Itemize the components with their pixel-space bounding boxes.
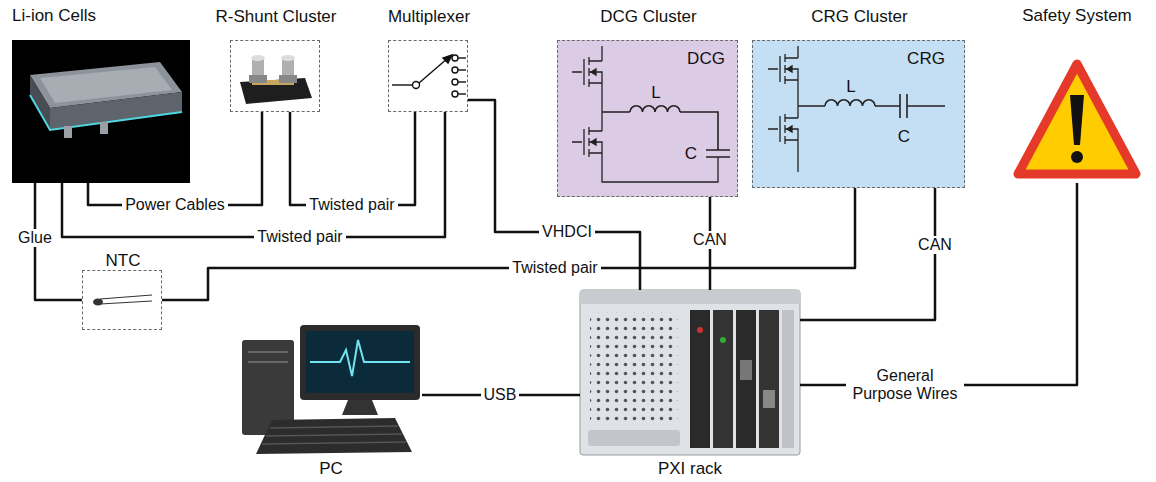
circuit-label: C: [685, 144, 697, 164]
safety-system: Safety System: [1012, 55, 1142, 183]
pxi-rack-picture: [580, 290, 800, 455]
thermistor-picture: [93, 295, 152, 306]
multiplexer-box: Multiplexer: [388, 40, 468, 112]
shunt-box: R-Shunt Cluster: [230, 40, 320, 112]
crg-circuit: [768, 46, 945, 172]
node-title: NTC: [106, 251, 141, 271]
circuit-label: L: [651, 83, 660, 103]
cable-line: [800, 183, 1077, 385]
pc-picture: [242, 325, 420, 454]
dcg-ground: [557, 40, 738, 197]
pc: PC: [240, 322, 422, 455]
cable-line: [468, 100, 640, 290]
circuit-label: L: [846, 77, 855, 97]
cable-label: Glue: [15, 229, 55, 247]
node-title: DCG Cluster: [600, 7, 696, 27]
cable-label: Power Cables: [122, 196, 228, 214]
cable-line: [290, 112, 415, 205]
cable-label: VHDCI: [539, 223, 595, 241]
cable-line: [162, 188, 855, 300]
circuit-label: C: [898, 127, 910, 147]
circuit-label: CRG: [907, 49, 945, 69]
ntc-box: NTC: [82, 270, 162, 330]
cable-label: USB: [481, 386, 520, 404]
node-title: Safety System: [1022, 6, 1132, 26]
shunt-picture: [240, 55, 312, 104]
cable-label: Twisted pair: [306, 196, 397, 214]
switch-symbol: [392, 55, 466, 97]
dcg-cluster: DCG ClusterDCGLC: [557, 40, 738, 197]
crg-ground: [752, 40, 965, 188]
crg-cluster: CRG ClusterCRGLC: [752, 40, 965, 188]
cable-label: Twisted pair: [509, 259, 600, 277]
cable-label: General Purpose Wires: [846, 367, 964, 404]
battery-cell: Li-ion Cells: [12, 40, 190, 183]
dcg-circuit: [572, 46, 730, 182]
node-title: PXI rack: [658, 459, 722, 479]
node-title: R-Shunt Cluster: [216, 7, 337, 27]
circuit-label: DCG: [687, 49, 725, 69]
cable-line: [88, 112, 262, 205]
node-title: PC: [319, 459, 343, 479]
cable-label: CAN: [690, 231, 730, 249]
cable-label: Twisted pair: [254, 228, 345, 246]
cable-line: [62, 112, 445, 237]
node-title: Multiplexer: [388, 7, 470, 27]
cable-label: CAN: [915, 236, 955, 254]
warning-sign: [1018, 64, 1136, 174]
node-title: CRG Cluster: [811, 7, 907, 27]
battery-picture: [12, 40, 190, 183]
node-title: Li-ion Cells: [12, 6, 96, 26]
pxi-rack: PXI rack: [580, 290, 800, 455]
